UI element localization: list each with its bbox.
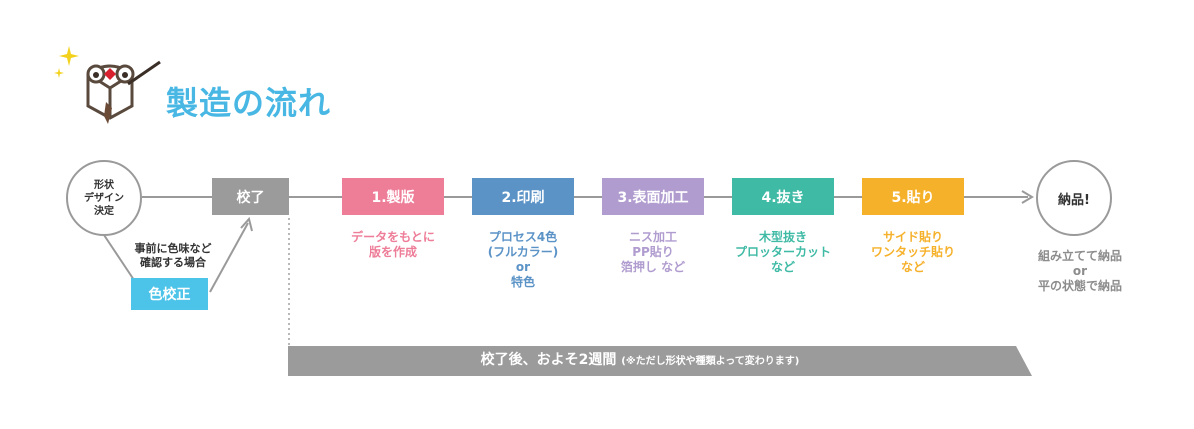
color-proof-box: 色校正 (131, 278, 208, 310)
start-label: 形状 デザイン 決定 (84, 179, 124, 217)
step-desc: プロセス4色 (フルカラー) or 特色 (487, 230, 559, 289)
timeline-text: 校了後、およそ2週間 (※ただし形状や種類よって変わります) (300, 349, 980, 369)
end-node: 納品! (1036, 160, 1112, 236)
step-label: 3.表面加工 (617, 189, 689, 206)
color-proof-note: 事前に色味など 確認する場合 (134, 242, 212, 269)
step-label: 4.抜き (761, 189, 805, 206)
step-hyomen: 3.表面加工 (602, 178, 704, 215)
end-desc: 組み立てて納品 or 平の状態で納品 (1037, 249, 1122, 293)
step-desc: 木型抜き プロッターカット など (734, 230, 831, 274)
timeline-main: 校了後、およそ2週間 (480, 352, 617, 368)
color-proof-label: 色校正 (148, 287, 191, 303)
start-node: 形状 デザイン 決定 (66, 160, 142, 236)
step-desc: ニス加工 PP貼り 箔押し など (620, 230, 686, 274)
step-label: 2.印刷 (501, 189, 545, 206)
step-label: 5.貼り (891, 189, 935, 206)
end-label: 納品! (1058, 192, 1090, 208)
step-insatsu: 2.印刷 (472, 178, 574, 215)
step-label: 1.製版 (371, 189, 415, 206)
step-desc: サイド貼り ワンタッチ貼り など (870, 230, 955, 274)
page-title: 製造の流れ (166, 84, 332, 122)
step-desc: データをもとに 版を作成 (351, 230, 435, 259)
mascot-icon (86, 60, 161, 124)
sparkle-icon (54, 46, 79, 78)
step-seihan: 1.製版 (342, 178, 444, 215)
proof-label: 校了 (236, 189, 265, 206)
proof-box: 校了 (212, 178, 289, 215)
timeline-sub: (※ただし形状や種類よって変わります) (621, 356, 800, 367)
step-hari: 5.貼り (862, 178, 964, 215)
step-nuki: 4.抜き (732, 178, 834, 215)
